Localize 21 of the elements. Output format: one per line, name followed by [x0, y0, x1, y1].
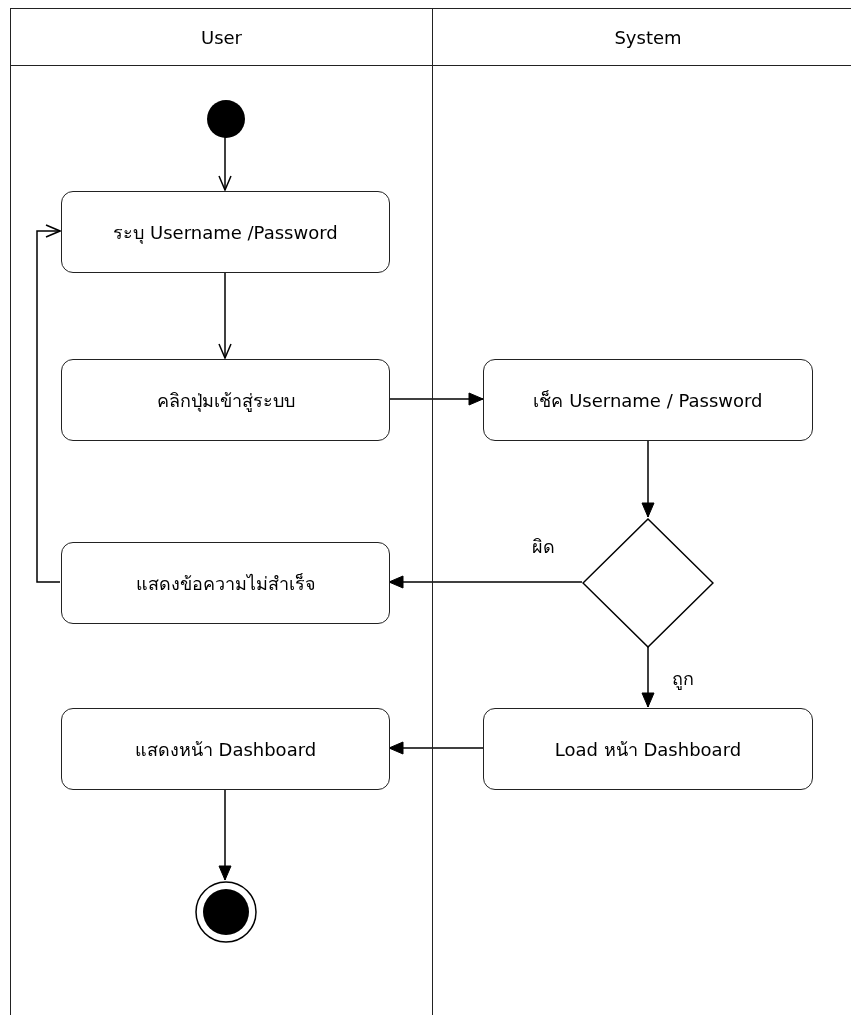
arrow: [388, 741, 484, 755]
activity-box: Load หน้า Dashboard: [483, 708, 813, 790]
activity-box: คลิกปุ่มเข้าสู่ระบบ: [61, 359, 390, 441]
arrow: [218, 788, 232, 881]
swimlane: [10, 8, 433, 1015]
end-node: [195, 881, 257, 943]
activity-box: เช็ค Username / Password: [483, 359, 813, 441]
activity-box: แสดงข้อความไม่สำเร็จ: [61, 542, 390, 624]
lane-header: System: [614, 26, 682, 48]
arrow: [641, 439, 655, 518]
activity-box: แสดงหน้า Dashboard: [61, 708, 390, 790]
decision-diamond: [582, 518, 714, 648]
arrow: [388, 575, 583, 589]
arrow: [388, 392, 484, 406]
arrow: [218, 271, 232, 359]
arrow: [641, 646, 655, 708]
activity-box: ระบุ Username /Password: [61, 191, 390, 273]
lane-header: User: [201, 26, 242, 48]
arrow: [36, 224, 61, 583]
arrow: [218, 136, 232, 191]
start-node: [207, 100, 245, 138]
